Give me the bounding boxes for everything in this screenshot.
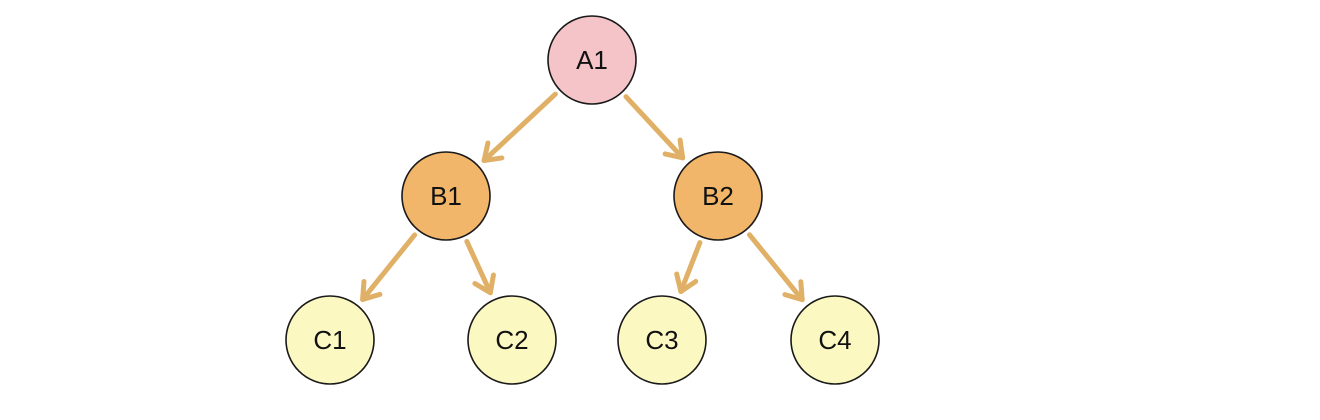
node-label: C2	[495, 325, 528, 355]
edge-b2-c3	[674, 240, 703, 295]
node-circle	[790, 295, 880, 385]
node-c3: C3	[617, 295, 707, 385]
node-circle	[547, 15, 637, 105]
arrowhead	[481, 140, 505, 164]
node-circle	[617, 295, 707, 385]
edge-b1-c2	[464, 238, 496, 296]
edge-line	[360, 232, 418, 303]
arrowhead	[662, 137, 686, 161]
edge-line	[464, 238, 493, 296]
edges-layer	[360, 91, 805, 303]
node-b1: B1	[401, 151, 491, 241]
edge-line	[623, 94, 686, 161]
arrowhead	[674, 271, 699, 295]
arrowhead	[782, 279, 805, 303]
node-c4: C4	[790, 295, 880, 385]
node-label: A1	[576, 45, 608, 75]
node-b2: B2	[673, 151, 763, 241]
node-label: C1	[313, 325, 346, 355]
edge-line	[747, 232, 805, 303]
node-circle	[401, 151, 491, 241]
edge-b1-c1	[360, 232, 418, 303]
arrowhead	[472, 272, 496, 296]
edge-a1-b2	[623, 94, 686, 161]
edge-b2-c4	[747, 232, 805, 303]
node-label: B2	[702, 181, 734, 211]
edge-line	[481, 91, 558, 164]
node-circle	[467, 295, 557, 385]
edge-line	[678, 240, 703, 295]
node-c2: C2	[467, 295, 557, 385]
edge-a1-b1	[481, 91, 558, 164]
node-c1: C1	[285, 295, 375, 385]
node-label: B1	[430, 181, 462, 211]
node-circle	[285, 295, 375, 385]
arrowhead	[360, 279, 383, 303]
node-label: C3	[645, 325, 678, 355]
node-label: C4	[818, 325, 851, 355]
node-a1: A1	[547, 15, 637, 105]
node-circle	[673, 151, 763, 241]
